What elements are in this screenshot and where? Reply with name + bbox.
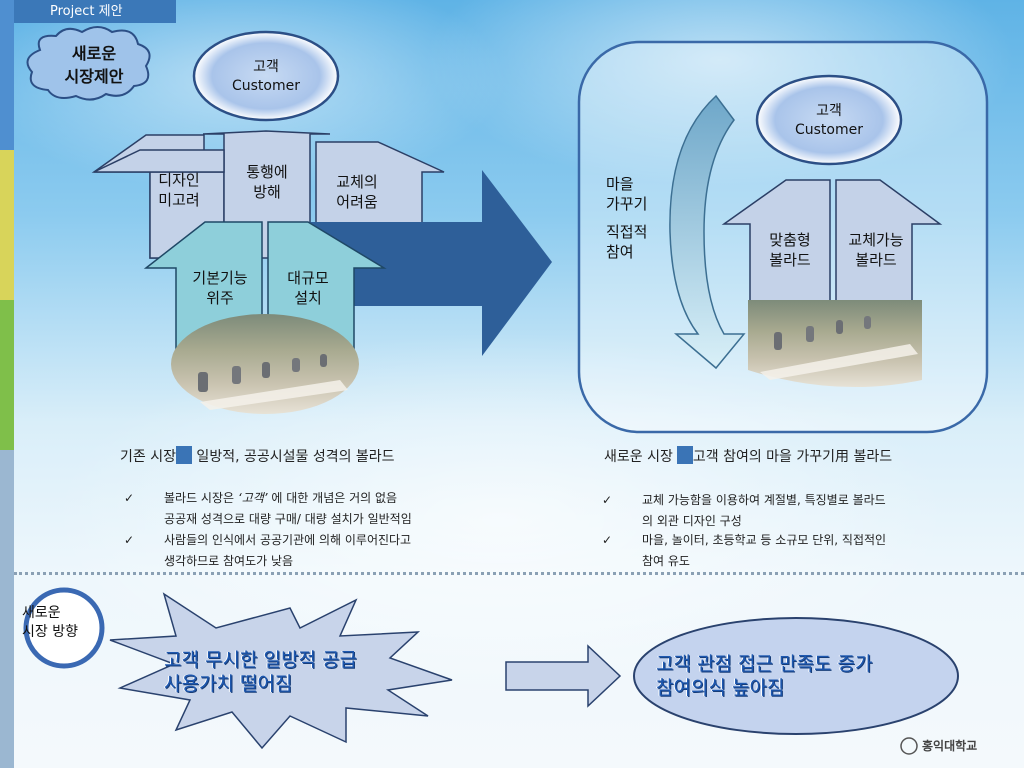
bollard-photo-left [171,314,359,414]
circle-badge-bottom [23,587,105,669]
badge-top-line1: 새로운 [71,44,117,63]
cloud-badge-top [26,26,151,101]
badge-bottom-line1: 새로운 [22,605,61,621]
burst-star [109,592,453,750]
arrow-traffic-label: 통행에 방해 [232,162,302,202]
check-icon: ✓ [124,533,135,547]
customer-ellipse-left [192,30,340,122]
existing-b1-pre: 볼라드 시장은 [164,491,238,505]
arrow-design-head [93,149,225,173]
burst-text: 고객 무시한 일방적 공급 사용가치 떨어짐 [164,648,357,696]
stripe-cyan [0,450,14,768]
dotted-separator [14,572,1024,575]
result-line2: 참여의식 높아짐 [656,677,785,699]
stripe-green [0,300,14,450]
customer-right-line2: Customer [794,122,863,138]
participation-line2: 참여 [606,243,634,261]
existing-market-title: 기존 시장 일방적, 공공시설물 성격의 볼라드 [120,446,395,466]
result-text: 고객 관점 접근 만족도 증가 참여의식 높아짐 [656,652,872,700]
arrow-design-label: 디자인 미고려 [146,170,212,210]
result-line1: 고객 관점 접근 만족도 증가 [656,653,873,675]
new-b1-line1: 교체 가능함을 이용하여 계절별, 특징별로 볼라드 [642,493,886,507]
participation-line1: 직접적 [606,223,648,241]
arrow-traffic-line1: 통행에 [246,163,288,181]
existing-b1-post: 에 대한 개념은 거의 없음 [267,491,398,505]
new-b2-line1: 마을, 놀이터, 초등학교 등 소규모 단위, 직접적인 [642,533,887,547]
highlight-box [676,446,693,464]
big-right-arrow [300,170,552,356]
arrow-replace-label: 교체의 어려움 [322,172,392,212]
arrow-replace-line1: 교체의 [336,173,378,191]
arrow-large-line1: 대규모 [287,269,329,287]
badge-bottom-label: 새로운 시장 방향 [22,604,108,642]
check-icon: ✓ [124,491,135,505]
arrow-large-line2: 설치 [294,289,322,307]
new-market-title: 새로운 시장 고객 참여의 마을 가꾸기用 볼라드 [604,446,892,466]
new-bullet-1-text: 교체 가능함을 이용하여 계절별, 특징별로 볼라드 의 외관 디자인 구성 [642,490,886,532]
check-icon: ✓ [602,493,613,507]
arrow-large-label: 대규모 설치 [272,268,344,308]
arrow-traffic-line2: 방해 [253,183,281,201]
participation-label: 직접적 참여 [606,222,666,262]
existing-b1-line2: 공공재 성격으로 대량 구매/ 대량 설치가 일반적임 [164,512,412,526]
customer-ellipse-right [755,74,903,166]
header-title: Project 제안 [14,0,176,23]
burst-line2: 사용가치 떨어짐 [164,673,293,695]
village-label: 마을 가꾸기 [606,174,664,214]
customer-left-label: 고객 Customer [206,58,326,96]
customer-right-line1: 고객 [816,103,842,119]
highlight-box [175,446,192,464]
existing-b1-em: ‘고객’ [237,491,268,505]
existing-bullet-1-text: 볼라드 시장은 ‘고객’ 에 대한 개념은 거의 없음 공공재 성격으로 대량 … [164,488,412,530]
arrow-replace-line2: 어려움 [336,193,378,211]
existing-b2-line2: 생각하므로 참여도가 낮음 [164,554,294,568]
new-b1-line2: 의 외관 디자인 구성 [642,514,742,528]
arrow-custom-line1: 맞춤형 [769,231,811,249]
arrow-design-line1: 디자인 [158,171,200,189]
customer-left-line2: Customer [231,78,300,94]
logo-icon [900,737,918,755]
bollard-photo-right [748,300,922,388]
result-ellipse [633,617,959,735]
arrow-design-line2: 미고려 [158,191,200,209]
new-title-b: 고객 참여의 마을 가꾸기用 볼라드 [692,449,893,465]
burst-line1: 고객 무시한 일방적 공급 [164,649,357,671]
new-b2-line2: 참여 유도 [642,554,690,568]
existing-title-b: 일방적, 공공시설물 성격의 볼라드 [191,449,395,465]
new-bullet-2-text: 마을, 놀이터, 초등학교 등 소규모 단위, 직접적인 참여 유도 [642,530,886,572]
stripe-yellow [0,150,14,300]
university-logo: 홍익대학교 [922,739,978,753]
right-customer-label: 고객 Customer [769,102,889,140]
arrow-swap-label: 교체가능 볼라드 [836,230,916,270]
village-line1: 마을 [606,175,634,193]
arrow-swap-line2: 볼라드 [855,251,897,269]
arrow-custom-label: 맞춤형 볼라드 [752,230,828,270]
badge-top-line2: 시장제안 [64,67,124,86]
curved-down-arrow [669,94,746,370]
check-icon: ✓ [602,533,613,547]
arrow-basic-line2: 위주 [206,289,234,307]
stripe-blue [0,0,14,150]
existing-b2-line1: 사람들의 인식에서 공공기관에 의해 이루어진다고 [164,533,412,547]
new-title-a: 새로운 시장 [604,449,673,465]
arrow-basic-line1: 기본기능 [192,269,248,287]
cloud-badge-text: 새로운 시장제안 [34,42,154,88]
arrow-basic-label: 기본기능 위주 [180,268,260,308]
block-right-arrow [505,644,622,708]
customer-left-line1: 고객 [253,59,279,75]
village-line2: 가꾸기 [606,195,648,213]
arrow-swap-line1: 교체가능 [848,231,904,249]
existing-title-a: 기존 시장 [120,449,176,465]
existing-bullet-2-text: 사람들의 인식에서 공공기관에 의해 이루어진다고 생각하므로 참여도가 낮음 [164,530,411,572]
badge-bottom-line2: 시장 방향 [22,624,78,640]
arrow-custom-line2: 볼라드 [769,251,811,269]
